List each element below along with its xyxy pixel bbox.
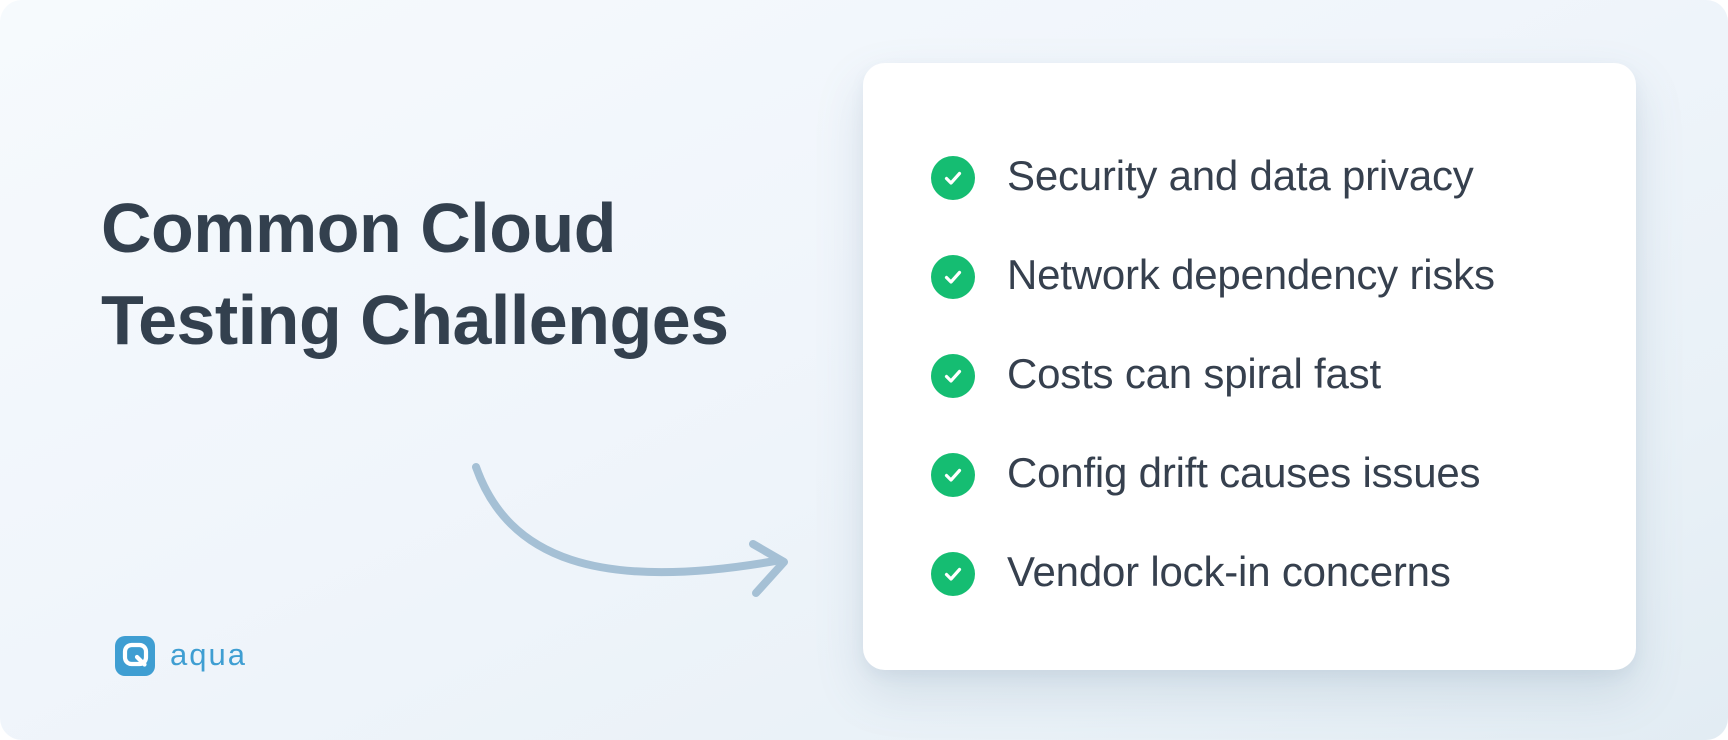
list-item-label: Vendor lock-in concerns [1007,548,1451,595]
list-item-label: Costs can spiral fast [1007,350,1381,397]
check-icon [931,453,975,497]
page-title: Common Cloud Testing Challenges [101,182,729,366]
list-item-label: Network dependency risks [1007,251,1495,298]
aqua-logo: aqua [115,636,247,676]
challenges-card: Security and data privacy Network depend… [863,63,1636,670]
check-icon [931,255,975,299]
list-item: Security and data privacy [931,152,1596,200]
list-item: Vendor lock-in concerns [931,548,1596,596]
curved-arrow-icon [450,440,810,620]
check-icon [931,552,975,596]
check-icon [931,156,975,200]
list-item: Costs can spiral fast [931,350,1596,398]
list-item: Network dependency risks [931,251,1596,299]
page-title-line-2: Testing Challenges [101,281,729,359]
check-icon [931,354,975,398]
list-item: Config drift causes issues [931,449,1596,497]
aqua-logo-icon [115,636,155,676]
list-item-label: Config drift causes issues [1007,449,1481,496]
list-item-label: Security and data privacy [1007,152,1474,199]
page-title-line-1: Common Cloud [101,189,617,267]
aqua-logo-text: aqua [170,637,247,672]
